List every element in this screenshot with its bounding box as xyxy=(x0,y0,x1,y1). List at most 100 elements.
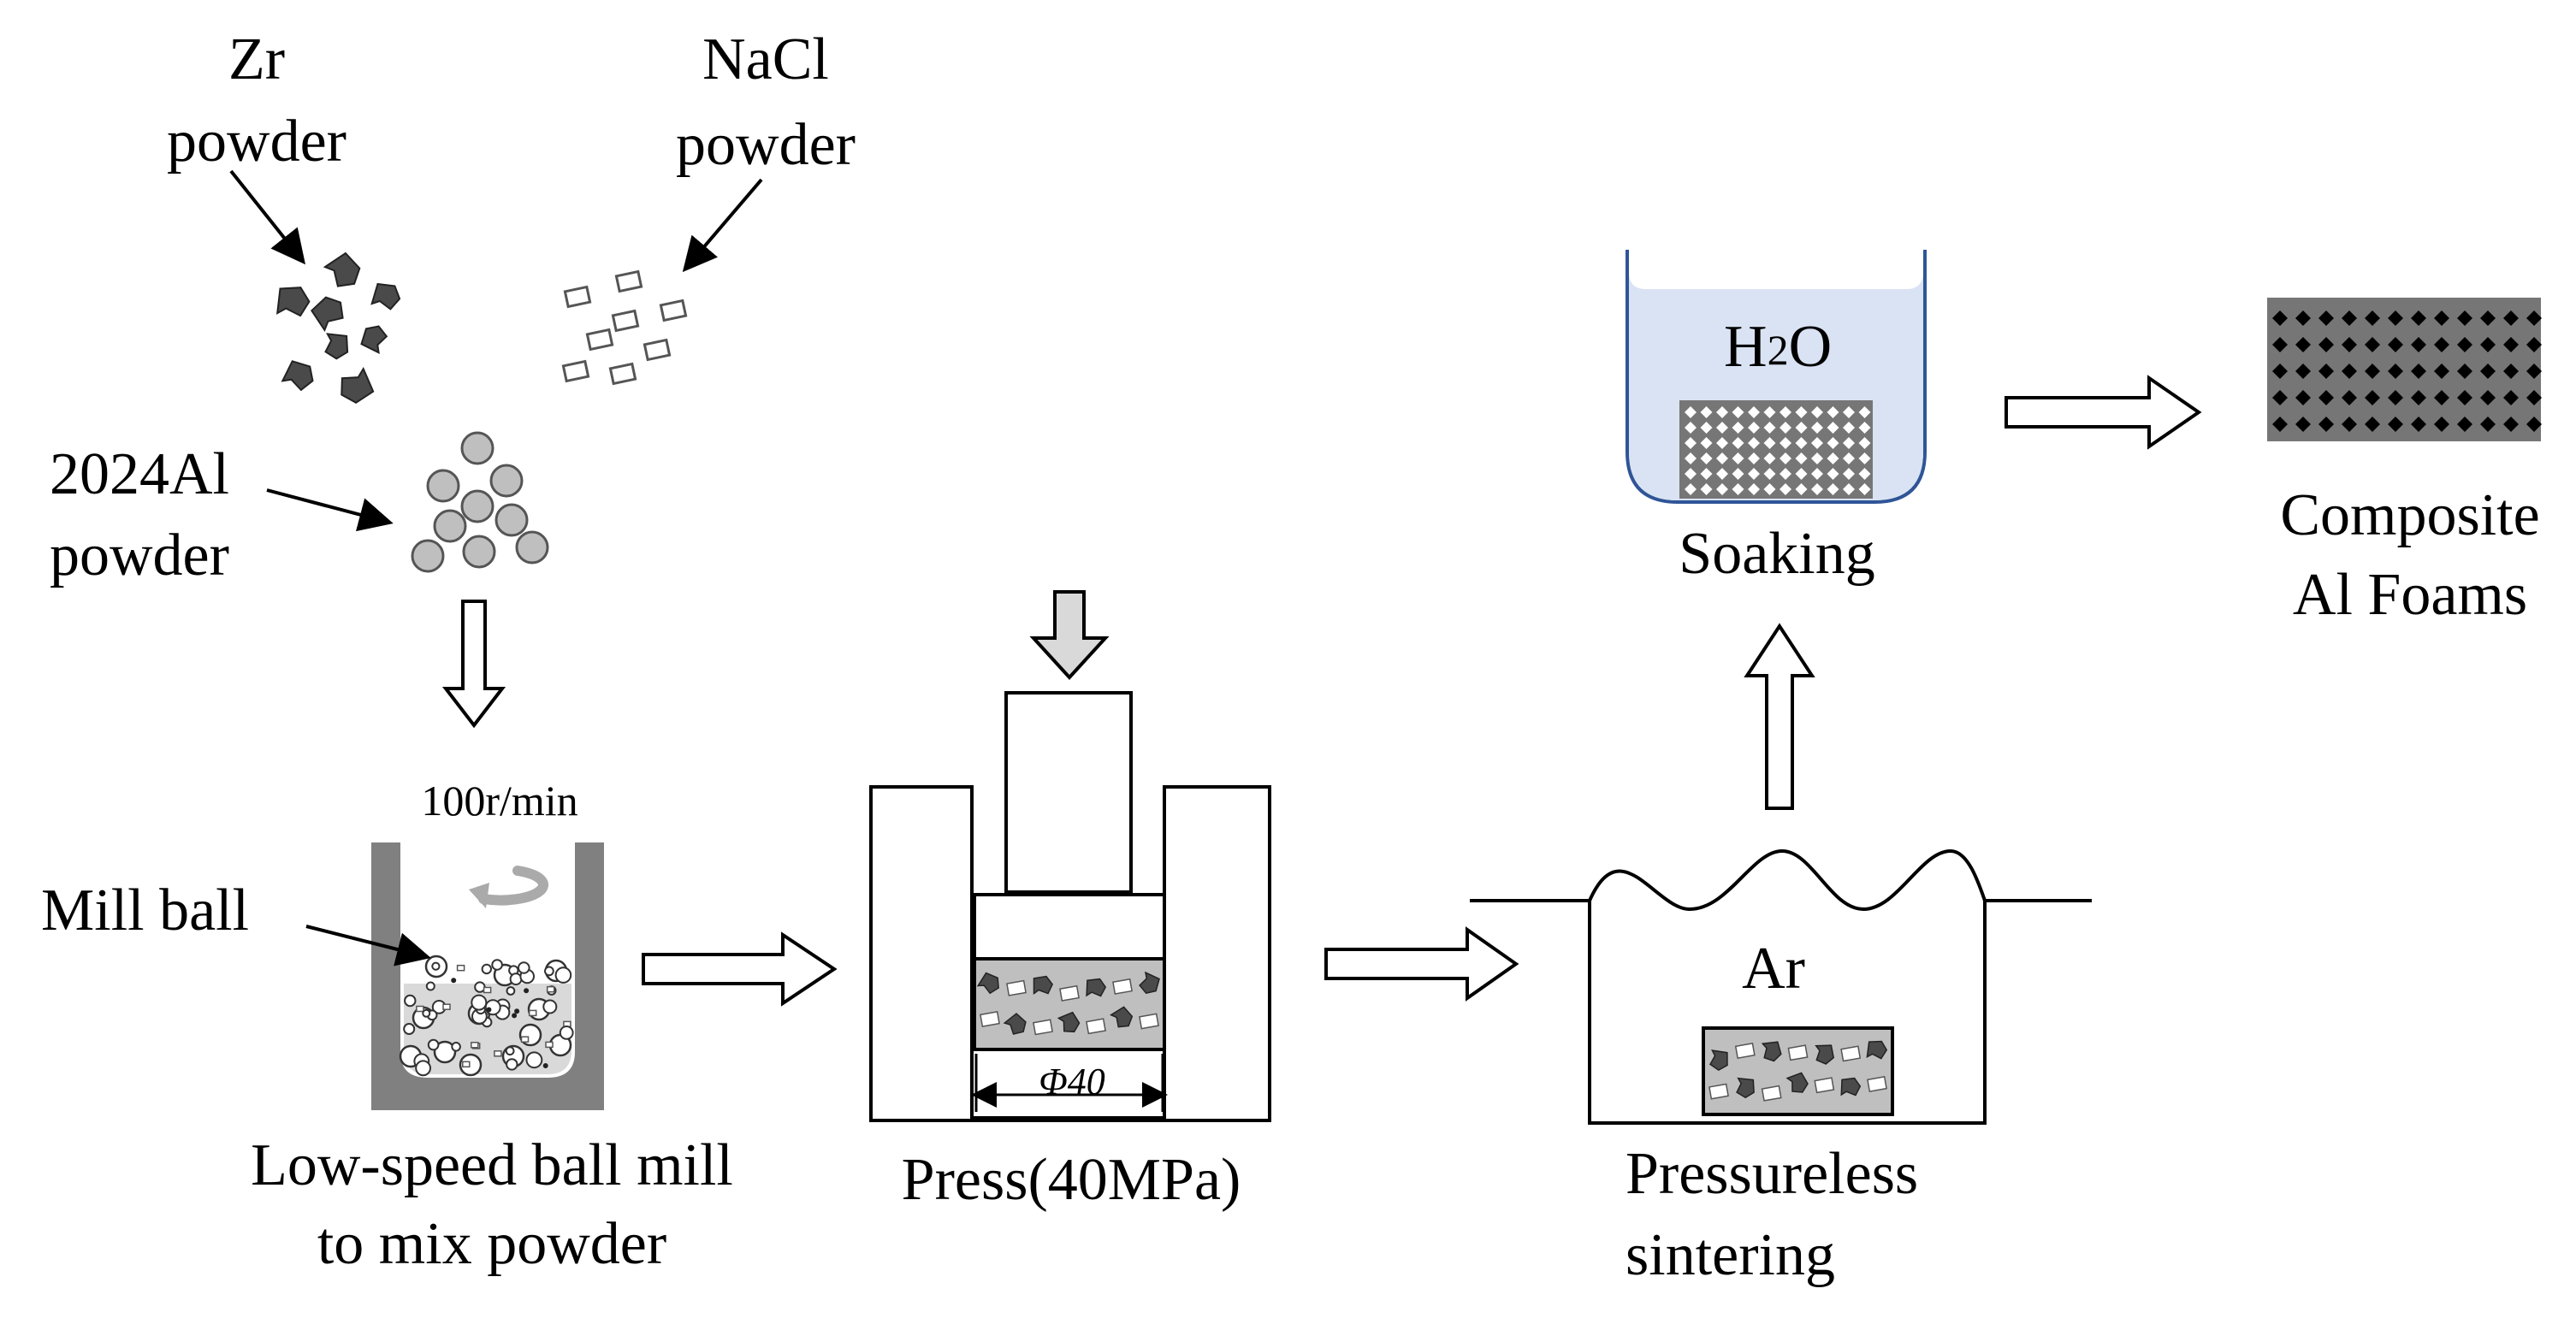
pore xyxy=(1811,452,1823,464)
pore xyxy=(2457,417,2472,432)
pore xyxy=(2411,417,2426,432)
nacl-crystal xyxy=(563,285,592,309)
pore xyxy=(1858,422,1871,434)
mill-ball xyxy=(505,1046,515,1056)
nacl-crystal xyxy=(611,309,640,333)
pore xyxy=(1748,483,1760,495)
pore xyxy=(1780,468,1791,480)
pore xyxy=(1795,437,1808,449)
mill-ball xyxy=(431,961,441,971)
al-particle xyxy=(489,464,524,498)
press-punch xyxy=(1004,691,1133,894)
mill-ball xyxy=(422,1008,431,1018)
mill-ball xyxy=(542,999,558,1014)
al-particle xyxy=(515,530,549,565)
pore xyxy=(1780,422,1791,434)
arrow-to-mill xyxy=(441,600,506,729)
nacl-crystal xyxy=(528,1009,537,1017)
nacl-crystal xyxy=(545,1041,554,1049)
pore xyxy=(2503,310,2519,326)
pore xyxy=(2480,390,2496,405)
nacl-crystal xyxy=(561,359,590,383)
nacl-crystal xyxy=(494,1050,502,1057)
pore xyxy=(1811,437,1823,449)
zr-particle xyxy=(1709,1049,1728,1071)
pore xyxy=(2318,417,2334,432)
pore xyxy=(2526,310,2542,326)
pore xyxy=(2411,337,2426,352)
pore xyxy=(2295,364,2311,379)
pore xyxy=(1732,452,1744,464)
pore xyxy=(2457,364,2472,379)
pore xyxy=(2342,337,2357,352)
pore xyxy=(2526,337,2542,352)
zr-particle xyxy=(370,282,401,310)
pore xyxy=(2365,364,2380,379)
mill-ball xyxy=(471,994,488,1011)
press-upper-plate xyxy=(973,893,1166,961)
pore xyxy=(1795,483,1808,495)
zr-particle xyxy=(542,1063,548,1068)
pore xyxy=(2318,364,2334,379)
mill-ball xyxy=(403,1023,416,1035)
zr-particle xyxy=(1033,975,1053,995)
nacl-crystal xyxy=(1086,1018,1106,1035)
pore xyxy=(1780,452,1791,464)
mill-ball xyxy=(491,959,503,971)
pore xyxy=(2434,310,2449,326)
mill-speed-label: 100r/min xyxy=(421,777,577,825)
nacl-crystal xyxy=(456,964,465,972)
mill-ball xyxy=(415,1060,432,1077)
mill-ball-label: Mill ball xyxy=(41,878,249,943)
pore xyxy=(2526,364,2542,379)
furnace-gas-label: Ar xyxy=(1742,936,1805,1002)
mill-ball xyxy=(484,999,501,1016)
al-particle xyxy=(494,503,529,537)
nacl-crystal xyxy=(980,1011,1000,1027)
mill-ball xyxy=(506,1058,518,1071)
mill-ball xyxy=(427,1038,440,1051)
pore xyxy=(1685,406,1697,418)
pore xyxy=(1732,437,1744,449)
nacl-crystal xyxy=(1059,984,1080,1002)
zr-particle xyxy=(976,972,999,995)
al-particle xyxy=(426,469,460,503)
pore xyxy=(2526,390,2542,405)
pore xyxy=(1700,452,1713,464)
pore xyxy=(2411,364,2426,379)
pore xyxy=(1795,452,1808,464)
pore xyxy=(2434,390,2449,405)
pore xyxy=(2480,310,2496,326)
mill-ball xyxy=(425,981,435,991)
pore xyxy=(1858,483,1871,495)
mill-ball xyxy=(404,994,417,1008)
pore xyxy=(1827,422,1839,434)
pore xyxy=(2365,310,2380,326)
nacl-crystal xyxy=(614,269,643,293)
zr-label-line2: powder xyxy=(167,109,346,174)
pore xyxy=(1843,437,1855,449)
pore xyxy=(2503,364,2519,379)
pore xyxy=(2342,310,2357,326)
al-label-line2: powder xyxy=(50,523,229,588)
pore xyxy=(1685,483,1697,495)
mill-ball xyxy=(525,1051,543,1069)
zr-particle xyxy=(275,287,311,317)
press-die xyxy=(869,785,1271,1122)
pore xyxy=(1685,437,1697,449)
nacl-crystal xyxy=(416,1005,424,1013)
pore xyxy=(1843,483,1855,495)
pore xyxy=(1748,422,1760,434)
pore xyxy=(1763,468,1776,480)
press-compact-particles xyxy=(976,971,1160,1036)
nacl-crystal xyxy=(643,338,672,362)
zr-particle xyxy=(1761,1041,1782,1062)
product-caption-line1: Composite xyxy=(2280,482,2539,548)
soaking-sample-pores xyxy=(1685,406,1871,495)
pore xyxy=(1748,452,1760,464)
zr-particle xyxy=(281,360,314,392)
al-particle xyxy=(411,539,445,573)
pore xyxy=(1716,437,1728,449)
zr-particle xyxy=(1057,1011,1081,1033)
